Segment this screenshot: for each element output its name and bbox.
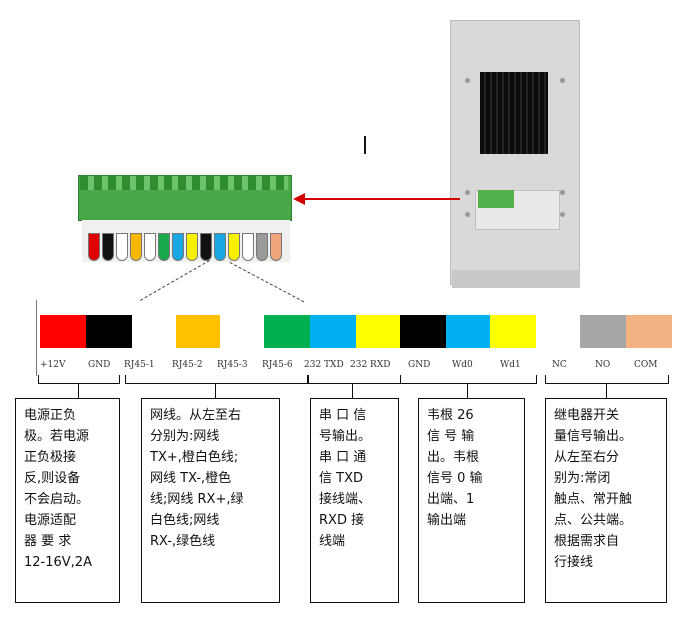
zoom-line-left — [140, 260, 210, 301]
swatch-1 — [40, 315, 86, 348]
screw-icon — [560, 212, 565, 217]
terminal-block-teeth — [80, 176, 288, 190]
pin-label-4: RJ45-2 — [172, 360, 203, 370]
wire-10 — [214, 233, 226, 261]
wire-6 — [158, 233, 170, 261]
wire-4 — [130, 233, 142, 261]
pin-label-7: 232 TXD — [304, 360, 344, 370]
swatch-7 — [310, 315, 356, 348]
stem-serial — [352, 384, 353, 398]
swatch-10 — [446, 315, 490, 348]
swatch-8 — [356, 315, 400, 348]
pin-label-9: GND — [408, 360, 431, 370]
wire-5 — [144, 233, 156, 261]
bracket-wiegand — [400, 375, 537, 384]
speaker-grill — [480, 72, 548, 154]
wire-12 — [242, 233, 254, 261]
swatch-9 — [400, 315, 446, 348]
pointer-arrow-head — [293, 193, 305, 205]
stem-relay — [606, 384, 607, 398]
pin-label-10: Wd0 — [452, 360, 473, 370]
stem-network — [215, 384, 216, 398]
bracket-relay — [545, 375, 669, 384]
zoom-line-right — [229, 262, 305, 303]
wire-11 — [228, 233, 240, 261]
swatch-12 — [536, 315, 580, 348]
swatch-4 — [176, 315, 220, 348]
pin-label-12: NC — [552, 360, 567, 370]
power-description-box: 电源正负 极。若电源 正负极接 反,则设备 不会启动。 电源适配 器 要 求 1… — [15, 398, 120, 603]
swatch-2 — [86, 315, 132, 348]
pin-label-11: Wd1 — [500, 360, 521, 370]
pin-label-6: RJ45-6 — [262, 360, 293, 370]
swatch-3 — [132, 315, 176, 348]
left-edge-line — [36, 300, 37, 376]
relay-description-box: 继电器开关 量信号输出。 从左至右分 别为:常闭 触点、常开触 点、公共端。 根… — [545, 398, 667, 603]
wire-8 — [186, 233, 198, 261]
pin-label-13: NO — [595, 360, 611, 370]
bracket-power — [38, 375, 120, 384]
swatch-14 — [626, 315, 672, 348]
pointer-arrow-line — [300, 198, 460, 200]
wire-9 — [200, 233, 212, 261]
wire-row — [82, 220, 290, 262]
serial-description-box: 串 口 信 号输出。 串 口 通 信 TXD 接线端、 RXD 接 线端 — [310, 398, 399, 603]
stem-power — [78, 384, 79, 398]
network-description-box: 网线。从左至右 分别为:网线 TX+,橙白色线; 网线 TX-,橙色 线;网线 … — [141, 398, 280, 603]
pin-label-2: GND — [88, 360, 111, 370]
wire-2 — [102, 233, 114, 261]
wire-3 — [116, 233, 128, 261]
screw-icon — [560, 190, 565, 195]
swatch-6 — [264, 315, 310, 348]
device-terminal-block — [478, 190, 514, 208]
wiegand-description-box: 韦根 26 信 号 输 出。韦根 信号 0 输 出端、1 输出端 — [418, 398, 525, 603]
device-panel-base — [452, 270, 580, 288]
text-cursor — [364, 136, 366, 154]
wire-14 — [270, 233, 282, 261]
swatch-13 — [580, 315, 626, 348]
pin-label-1: +12V — [40, 360, 66, 370]
wire-1 — [88, 233, 100, 261]
swatch-11 — [490, 315, 536, 348]
screw-icon — [560, 78, 565, 83]
screw-icon — [465, 190, 470, 195]
wire-13 — [256, 233, 268, 261]
pin-label-5: RJ45-3 — [217, 360, 248, 370]
screw-icon — [465, 78, 470, 83]
pin-label-3: RJ45-1 — [124, 360, 155, 370]
wire-7 — [172, 233, 184, 261]
bracket-serial — [307, 375, 401, 384]
pin-label-14: COM — [634, 360, 658, 370]
pin-label-8: 232 RXD — [350, 360, 391, 370]
swatch-5 — [220, 315, 264, 348]
bracket-network — [125, 375, 309, 384]
screw-icon — [465, 212, 470, 217]
stem-wiegand — [467, 384, 468, 398]
